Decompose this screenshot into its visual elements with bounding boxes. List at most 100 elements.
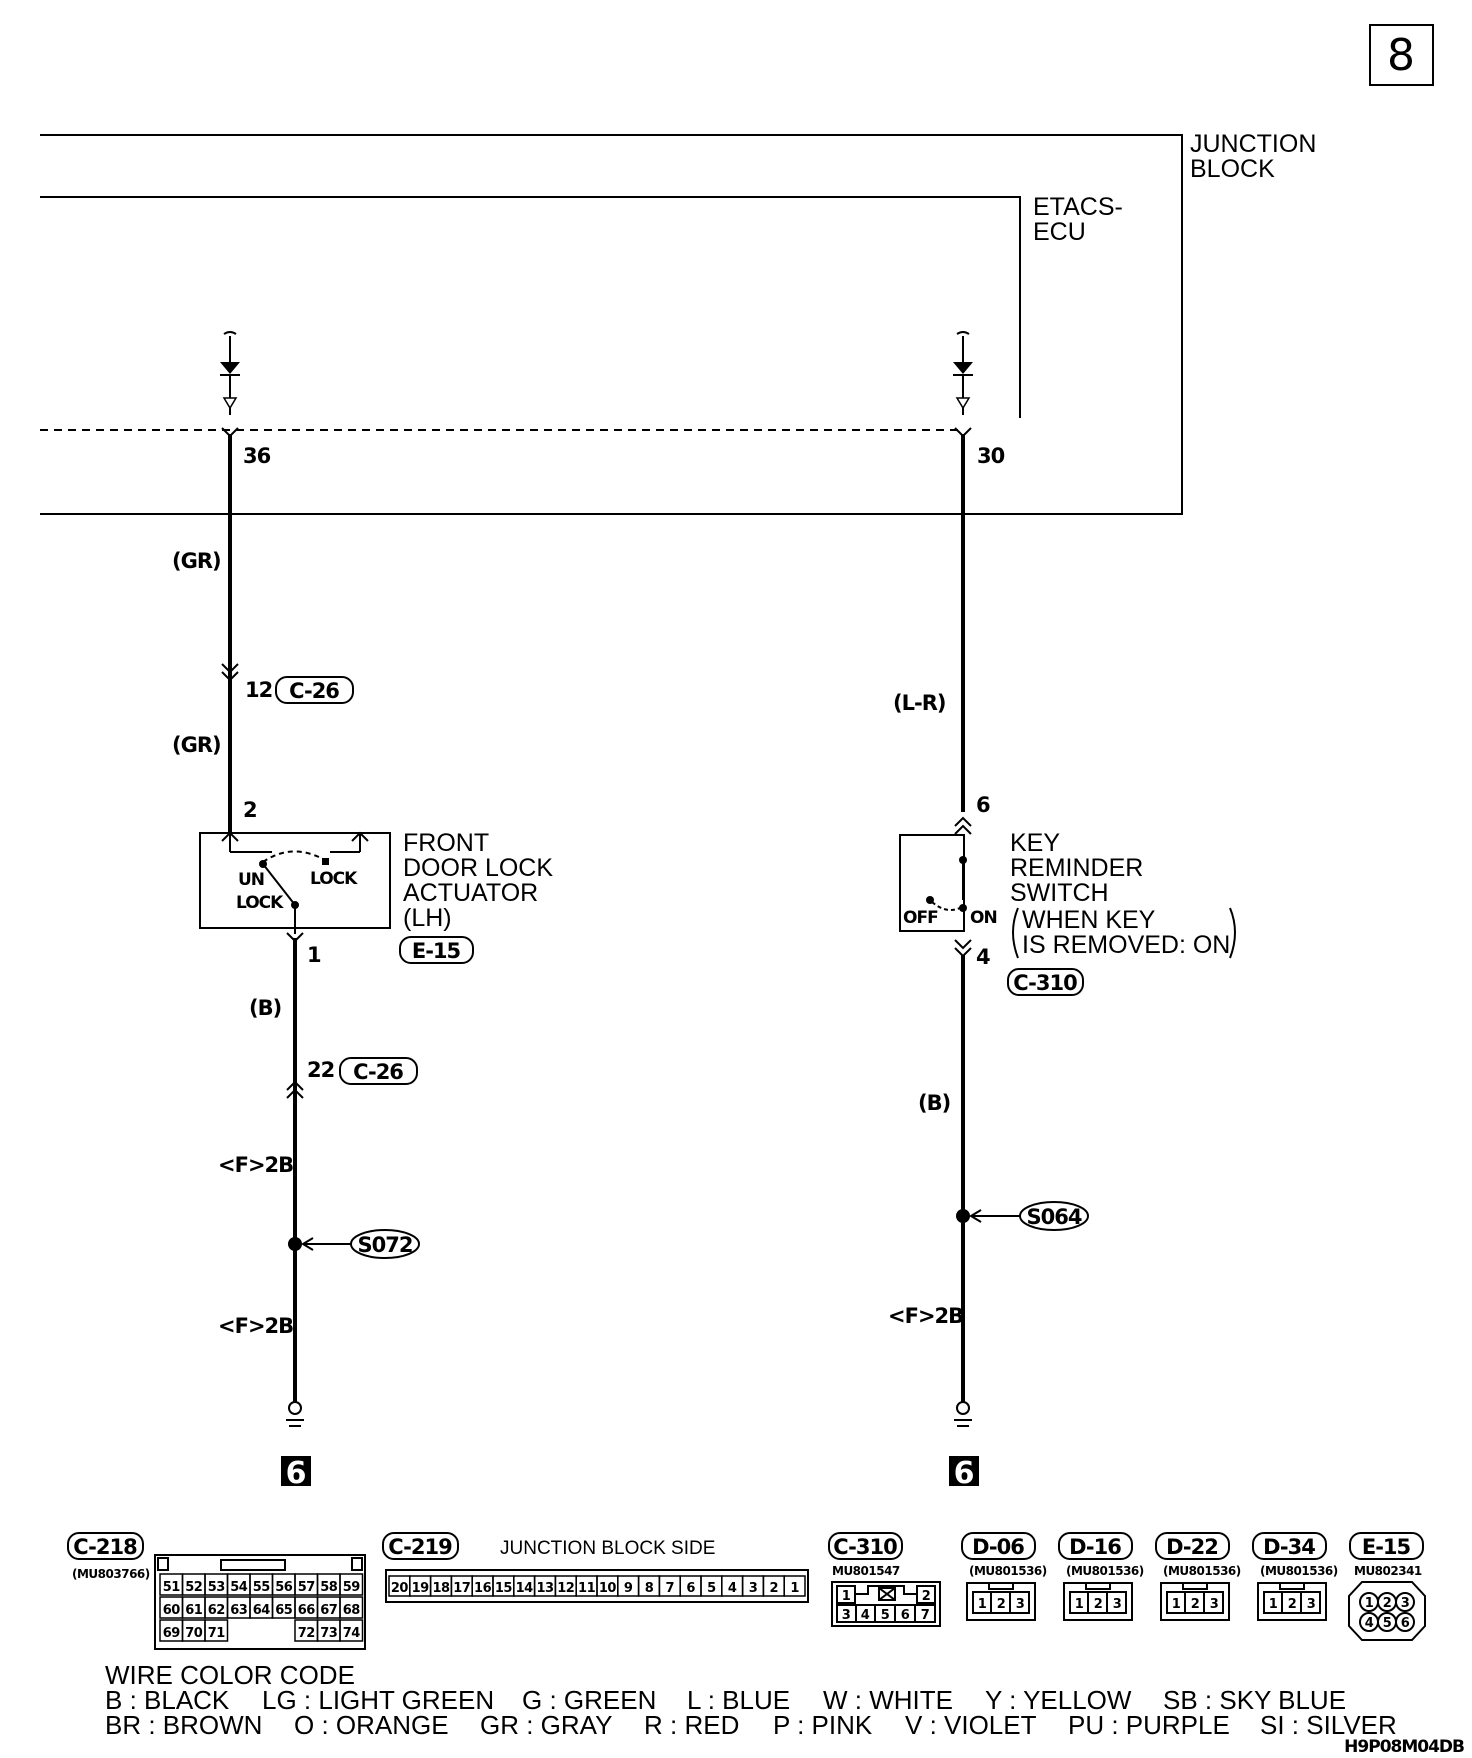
svg-text:(MU801536): (MU801536) — [1163, 1564, 1241, 1578]
c218-pin-label: 64 — [253, 1603, 271, 1618]
svg-text:V : VIOLET: V : VIOLET — [905, 1710, 1037, 1740]
svg-text:REMINDER: REMINDER — [1010, 854, 1143, 882]
c219-pin-label: 9 — [624, 1581, 633, 1596]
svg-text:W : WHITE: W : WHITE — [823, 1685, 953, 1715]
ground-point-6: 6 — [949, 1456, 979, 1491]
c218-pin-label: 73 — [320, 1626, 338, 1641]
svg-text:1: 1 — [1172, 1597, 1181, 1612]
svg-text:2: 2 — [1288, 1597, 1297, 1612]
connector-d16: D-16 (MU801536) 1 2 3 — [1058, 1532, 1144, 1621]
svg-text:O : ORANGE: O : ORANGE — [294, 1710, 449, 1740]
svg-text:<F>2B: <F>2B — [218, 1314, 293, 1338]
connector-d34: D-34 (MU801536) 1 2 3 — [1252, 1532, 1338, 1621]
c218-pin-label: 69 — [163, 1626, 181, 1641]
svg-text:D-34: D-34 — [1263, 1535, 1315, 1559]
splice-s072: S072 — [350, 1229, 420, 1259]
c218-pin-label: 58 — [320, 1580, 338, 1595]
c310-pin-grid: 1 2 3 4 5 6 7 — [836, 1585, 936, 1623]
c219-pin-label: 13 — [536, 1581, 554, 1596]
c219-pin-label: 15 — [495, 1581, 513, 1596]
etacs-ecu-label: ETACS- — [1033, 193, 1123, 221]
svg-text:3: 3 — [1307, 1597, 1316, 1612]
svg-text:LOCK: LOCK — [310, 869, 358, 889]
c218-pin-label: 54 — [230, 1580, 248, 1595]
ground-point-6: 6 — [281, 1456, 311, 1491]
svg-text:D-16: D-16 — [1069, 1535, 1121, 1559]
svg-text:6: 6 — [954, 1456, 975, 1491]
c218-pin-label: 66 — [298, 1603, 316, 1618]
svg-text:B : BLACK: B : BLACK — [105, 1685, 230, 1715]
svg-text:MU801547: MU801547 — [832, 1564, 900, 1578]
svg-text:3: 3 — [1113, 1597, 1122, 1612]
c219-pin-label: 5 — [707, 1581, 716, 1596]
svg-text:4: 4 — [1365, 1616, 1374, 1631]
connector-e15-tag: E-15 — [399, 936, 474, 964]
c218-pin-label: 67 — [320, 1603, 338, 1618]
wire-color-b: (B) — [249, 996, 281, 1020]
svg-text:1: 1 — [842, 1589, 851, 1604]
svg-text:(GR): (GR) — [172, 733, 221, 757]
svg-text:Y : YELLOW: Y : YELLOW — [985, 1685, 1132, 1715]
c219-pin-label: 11 — [578, 1581, 596, 1596]
ecu-pin-30: 30 — [977, 444, 1005, 468]
svg-text:5: 5 — [1383, 1616, 1392, 1631]
left-circuit: 36 (GR) 12 C-26 (GR) 2 UN LOCK — [172, 331, 553, 1491]
connector-d06: D-06 (MU801536) 1 2 3 — [961, 1532, 1047, 1621]
splice-point — [956, 1209, 970, 1223]
c219-pin-label: 7 — [666, 1581, 675, 1596]
c218-pin-label: 74 — [343, 1626, 361, 1641]
c218-pin-cell — [339, 1573, 364, 1596]
connector-c310: C-310 MU801547 1 2 3 4 5 6 7 — [828, 1532, 941, 1627]
c219-pin-label: 14 — [516, 1581, 534, 1596]
svg-text:R : RED: R : RED — [644, 1710, 739, 1740]
wire-color-code: WIRE COLOR CODE B : BLACK LG : LIGHT GRE… — [105, 1660, 1397, 1740]
svg-text:3: 3 — [1401, 1596, 1410, 1611]
c218-pin-label: 57 — [298, 1580, 316, 1595]
connector-c26-tag: C-26 — [275, 676, 354, 704]
svg-text:<F>2B: <F>2B — [218, 1153, 293, 1177]
switch-name: KEY REMINDER SWITCH WHEN KEY IS REMOVED:… — [1010, 829, 1236, 959]
svg-text:LG : LIGHT GREEN: LG : LIGHT GREEN — [262, 1685, 494, 1715]
c218-pin-label: 56 — [275, 1580, 293, 1595]
svg-text:3: 3 — [842, 1608, 851, 1623]
figure-code: H9P08M04DB — [1344, 1737, 1464, 1757]
c218-pin-label: 60 — [163, 1603, 181, 1618]
svg-text:4: 4 — [861, 1608, 870, 1623]
c219-pin-label: 2 — [770, 1581, 779, 1596]
switch-pin-4: 4 — [976, 945, 990, 969]
svg-text:UN: UN — [238, 870, 264, 890]
c218-pin-label: 72 — [298, 1626, 315, 1641]
c218-pin-label: 71 — [208, 1626, 226, 1641]
svg-text:5: 5 — [881, 1608, 890, 1623]
c218-pin-cell — [339, 1619, 364, 1642]
svg-text:PU : PURPLE: PU : PURPLE — [1068, 1710, 1230, 1740]
svg-text:L : BLUE: L : BLUE — [687, 1685, 790, 1715]
svg-text:8: 8 — [1387, 30, 1415, 81]
svg-text:D-22: D-22 — [1166, 1535, 1218, 1559]
svg-text:JUNCTION BLOCK SIDE: JUNCTION BLOCK SIDE — [500, 1538, 715, 1559]
svg-text:ACTUATOR: ACTUATOR — [403, 879, 538, 907]
wire-color-b-right: (B) — [918, 1091, 950, 1115]
c218-pin-label: 51 — [163, 1580, 181, 1595]
ground-icon — [954, 1401, 972, 1427]
connector-c26-tag-2: C-26 — [339, 1057, 418, 1085]
svg-text:(MU801536): (MU801536) — [1066, 1564, 1144, 1578]
c218-pin-label: 70 — [185, 1626, 203, 1641]
svg-text:MU802341: MU802341 — [1354, 1564, 1422, 1578]
svg-text:S072: S072 — [358, 1233, 413, 1257]
svg-text:DOOR LOCK: DOOR LOCK — [403, 854, 553, 882]
svg-text:D-06: D-06 — [972, 1535, 1024, 1559]
c219-pin-cell — [783, 1575, 806, 1597]
svg-text:(MU803766): (MU803766) — [72, 1567, 150, 1581]
c218-pin-label: 63 — [230, 1603, 248, 1618]
svg-text:6: 6 — [1401, 1616, 1410, 1631]
c219-pin-label: 1 — [790, 1581, 799, 1596]
right-circuit: 30 (L-R) 6 OFF ON KEY REMINDER SWITCH WH… — [888, 331, 1236, 1491]
svg-text:IS REMOVED: ON: IS REMOVED: ON — [1022, 931, 1230, 959]
actuator-pin-2: 2 — [243, 798, 257, 822]
svg-text:C-310: C-310 — [1013, 971, 1077, 995]
c219-pin-label: 4 — [728, 1581, 737, 1596]
connector-c310-tag: C-310 — [1007, 968, 1084, 996]
